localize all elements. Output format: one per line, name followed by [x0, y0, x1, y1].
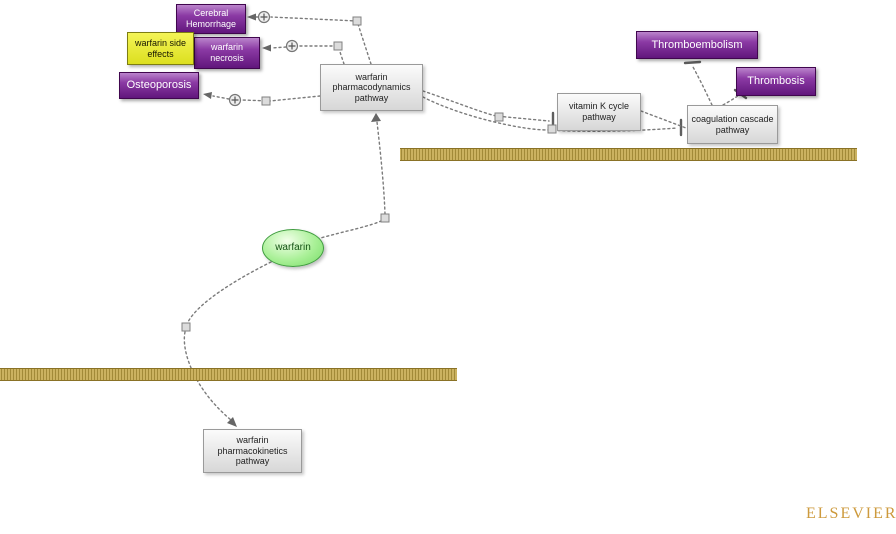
node-cerebral-hemorrhage[interactable]: Cerebral Hemorrhage: [176, 4, 246, 34]
cell-membrane-upper-right: [400, 148, 857, 161]
node-thrombosis[interactable]: Thrombosis: [736, 67, 816, 96]
edge-warfarin-to-pharmacokinetics: [181, 261, 272, 427]
edge-vitamin-k-coagulation-link: [640, 110, 687, 129]
node-warfarin[interactable]: warfarin: [262, 229, 324, 267]
edge-pd-to-osteoporosis: [203, 92, 321, 107]
edge-pd-to-coagulation: [422, 96, 683, 137]
node-thromboembolism[interactable]: Thromboembolism: [636, 31, 758, 59]
elsevier-logo: ELSEVIER: [806, 505, 896, 522]
edge-pd-to-vitamin-k: [422, 90, 555, 130]
node-warfarin-pharmacodynamics-pathway[interactable]: warfarin pharmacodynamics pathway: [320, 64, 423, 111]
node-warfarin-side-effects[interactable]: warfarin side effects: [127, 32, 194, 65]
edge-warfarin-to-pharmacodynamics: [316, 113, 390, 240]
node-vitamin-k-cycle-pathway[interactable]: vitamin K cycle pathway: [557, 93, 641, 131]
cell-membrane-lower-left: [0, 368, 457, 381]
node-warfarin-pharmacokinetics-pathway[interactable]: warfarin pharmacokinetics pathway: [203, 429, 302, 473]
node-osteoporosis[interactable]: Osteoporosis: [119, 72, 199, 99]
node-coagulation-cascade-pathway[interactable]: coagulation cascade pathway: [687, 105, 778, 144]
node-warfarin-necrosis[interactable]: warfarin necrosis: [194, 37, 260, 69]
edge-pd-to-cerebral-hemorrhage: [247, 10, 372, 65]
edge-coagulation-to-thromboembolism: [683, 60, 713, 106]
edge-pd-to-warfarin-necrosis: [262, 39, 345, 65]
